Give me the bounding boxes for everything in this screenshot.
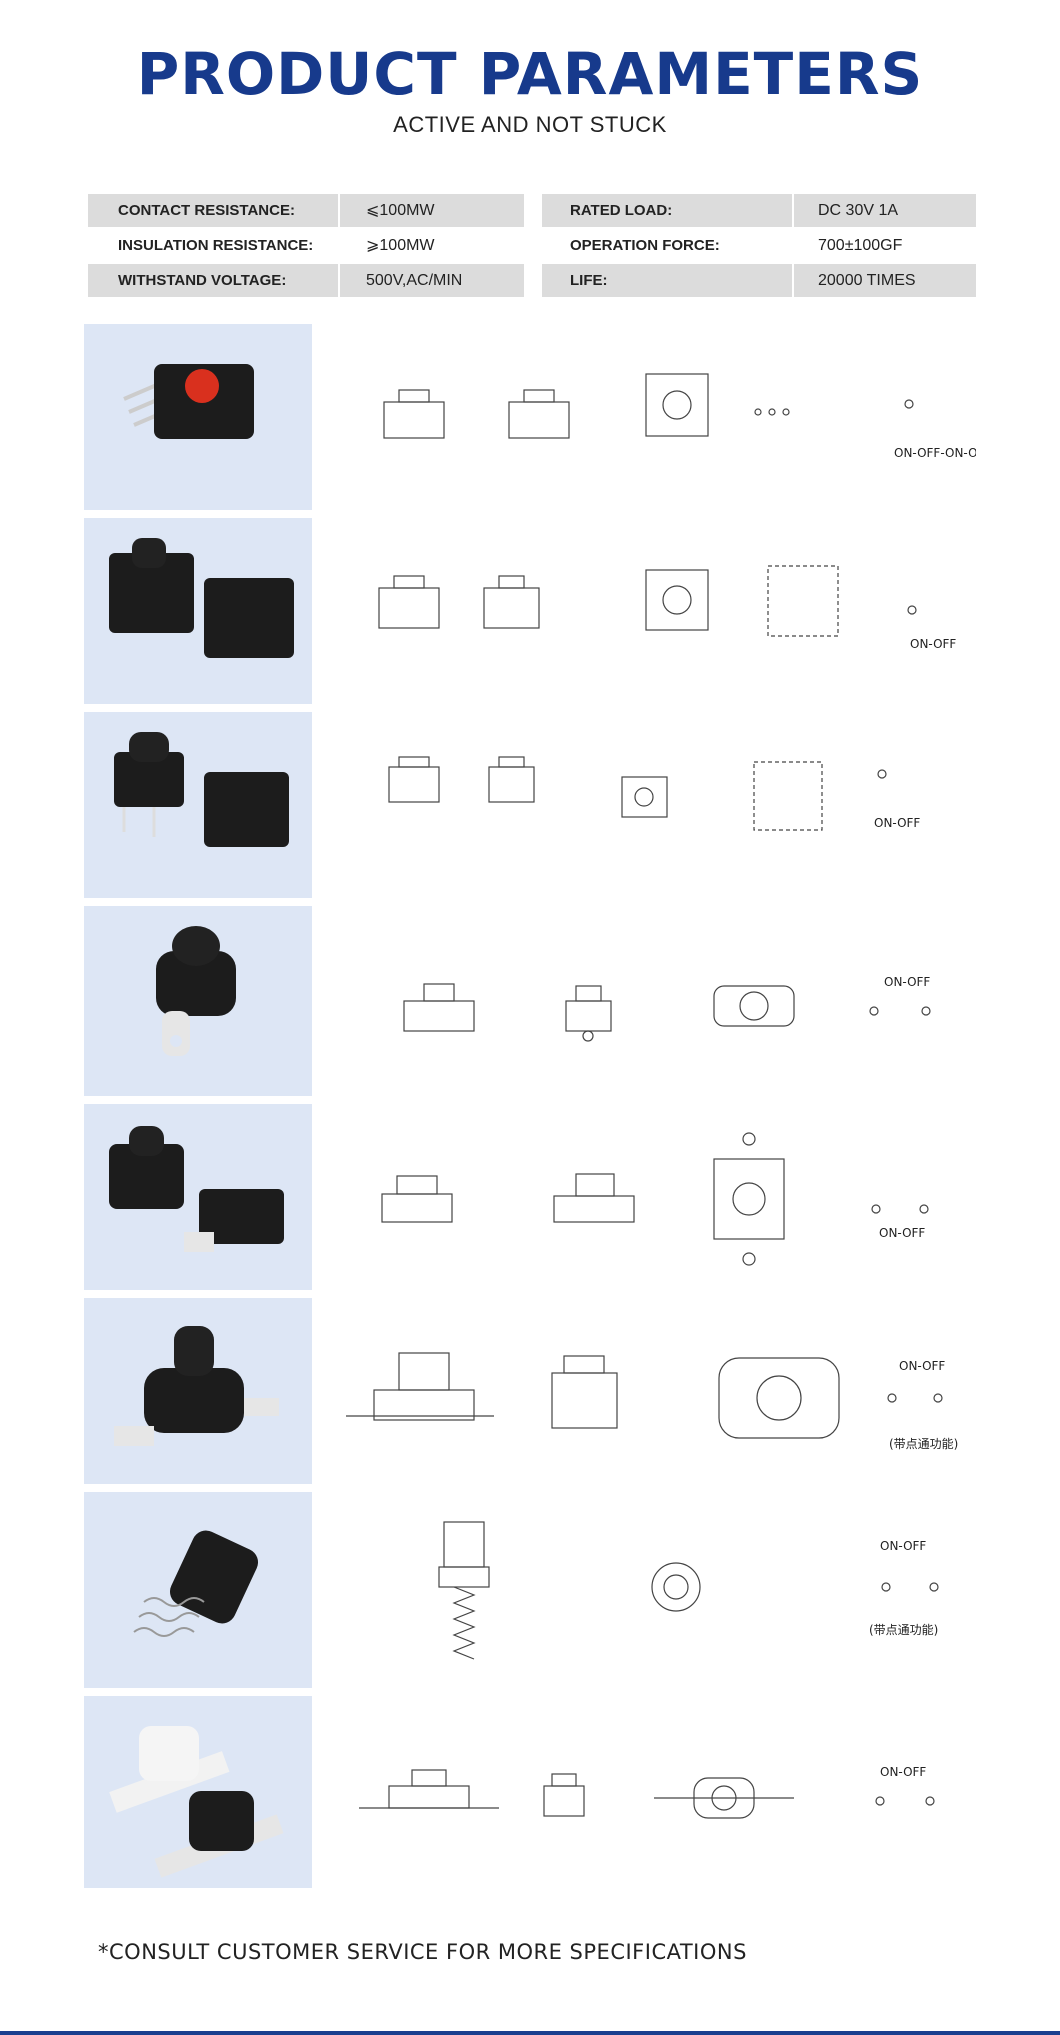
page-subtitle: ACTIVE AND NOT STUCK	[393, 112, 667, 137]
param-row: INSULATION RESISTANCE: ⩾100MW OPERATION …	[88, 229, 976, 264]
param-value: 20000 TIMES	[794, 264, 976, 297]
product-photo	[84, 324, 312, 510]
product-photo	[84, 1298, 312, 1484]
drawing-icon: ON-OFF	[403, 975, 931, 1042]
switch-photo-icon	[109, 1126, 284, 1252]
drawing-icon: ON-OFF	[381, 1132, 929, 1266]
mode-note: (带点通功能)	[889, 1437, 958, 1451]
product-photo	[84, 906, 312, 1096]
mode-label: ON-OFF	[879, 1226, 925, 1240]
technical-drawing: ON-OFF	[324, 712, 976, 898]
param-value: DC 30V 1A	[794, 194, 976, 227]
product-row: ON-OFF (带点通功能)	[84, 1492, 976, 1688]
param-row: CONTACT RESISTANCE: ⩽100MW RATED LOAD: D…	[88, 194, 976, 229]
technical-drawing: ON-OFF (带点通功能)	[324, 1298, 976, 1484]
switch-photo-icon	[114, 1326, 279, 1446]
param-label: OPERATION FORCE:	[570, 237, 720, 254]
technical-drawing: ON-OFF	[324, 518, 976, 704]
mode-label: ON-OFF	[899, 1359, 945, 1373]
mode-note: (带点通功能)	[869, 1623, 938, 1637]
param-value: ⩽100MW	[340, 194, 524, 227]
drawing-icon: ON-OFF	[388, 756, 920, 831]
product-photo	[84, 518, 312, 704]
drawing-icon: ON-OFF	[359, 1765, 935, 1819]
page-title: PRODUCT PARAMETERS	[136, 40, 924, 108]
switch-photo-icon	[123, 364, 254, 439]
product-photo	[84, 712, 312, 898]
mode-label: ON-OFF	[880, 1765, 926, 1779]
param-value: ⩾100MW	[366, 237, 435, 254]
param-value: 700±100GF	[818, 237, 903, 254]
param-row: WITHSTAND VOLTAGE: 500V,AC/MIN LIFE: 200…	[88, 264, 976, 299]
product-row: ON-OFF	[84, 518, 976, 704]
bottom-bar	[0, 2031, 1060, 2035]
param-label: CONTACT RESISTANCE:	[88, 194, 338, 227]
product-photo	[84, 1104, 312, 1290]
product-photo	[84, 1492, 312, 1688]
param-label: RATED LOAD:	[542, 194, 792, 227]
mode-label: ON-OFF	[884, 975, 930, 989]
product-row: ON-OFF	[84, 1696, 976, 1888]
switch-photo-icon	[114, 732, 289, 847]
parameters-table: CONTACT RESISTANCE: ⩽100MW RATED LOAD: D…	[88, 194, 976, 299]
product-photo	[84, 1696, 312, 1888]
drawing-icon: ON-OFF-ON-OFF	[383, 373, 991, 460]
technical-drawing: ON-OFF	[324, 906, 976, 1096]
technical-drawing: ON-OFF-ON-OFF	[324, 324, 991, 510]
technical-drawing: ON-OFF	[324, 1104, 976, 1290]
switch-photo-icon	[109, 1726, 284, 1878]
switch-photo-icon	[109, 538, 294, 658]
product-row: ON-OFF	[84, 1104, 976, 1290]
drawing-icon: ON-OFF (带点通功能)	[438, 1521, 939, 1660]
product-row: ON-OFF	[84, 712, 976, 898]
footer-note: *CONSULT CUSTOMER SERVICE FOR MORE SPECI…	[98, 1940, 747, 1964]
product-row: ON-OFF-ON-OFF	[84, 324, 991, 510]
switch-photo-icon	[133, 1530, 259, 1637]
mode-label: ON-OFF	[910, 637, 956, 651]
technical-drawing: ON-OFF (带点通功能)	[324, 1492, 976, 1688]
product-row: ON-OFF (带点通功能)	[84, 1298, 976, 1484]
technical-drawing: ON-OFF	[324, 1696, 976, 1888]
param-label: LIFE:	[542, 264, 792, 297]
drawing-icon: ON-OFF	[378, 565, 956, 651]
drawing-icon: ON-OFF (带点通功能)	[346, 1352, 958, 1451]
switch-photo-icon	[156, 926, 236, 1056]
param-label: INSULATION RESISTANCE:	[118, 237, 314, 254]
mode-label: ON-OFF	[874, 816, 920, 830]
mode-label: ON-OFF	[880, 1539, 926, 1553]
mode-label: ON-OFF-ON-OFF	[894, 446, 976, 460]
param-value: 500V,AC/MIN	[340, 264, 524, 297]
param-label: WITHSTAND VOLTAGE:	[88, 264, 338, 297]
product-row: ON-OFF	[84, 906, 976, 1096]
